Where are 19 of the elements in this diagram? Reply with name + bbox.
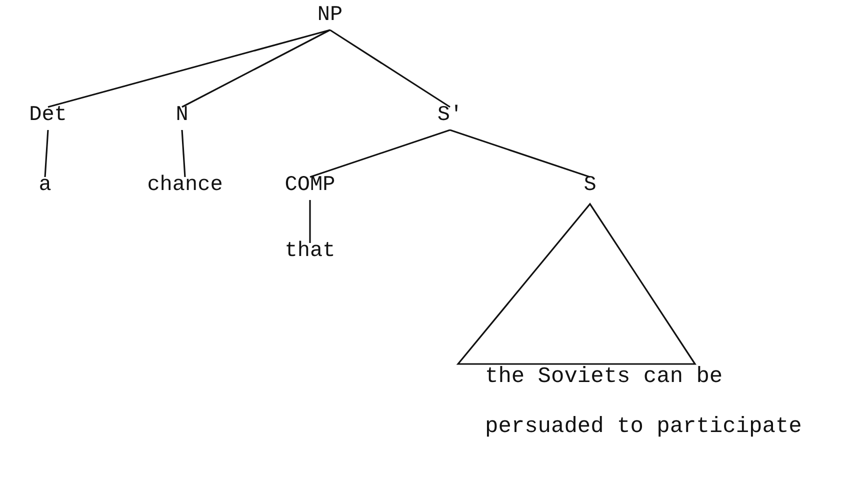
tree-node-label: a (38, 174, 52, 198)
triangle-abbreviation (456, 202, 696, 365)
terminal-string: the Soviets can be persuaded to participate (485, 352, 840, 452)
tree-node-label: chance (147, 174, 223, 198)
branch-line (310, 129, 450, 178)
tree-node-label: COMP (284, 174, 336, 198)
branch-line (181, 130, 186, 178)
tree-node-label: S (584, 174, 596, 198)
tree-node-label: Det (29, 104, 67, 128)
tree-node-label: N (176, 104, 188, 128)
branch-line (309, 200, 311, 243)
branch-line (450, 129, 590, 178)
branch-line (48, 29, 330, 108)
tree-node-label: S' (437, 104, 463, 128)
tree-node-label: NP (317, 4, 343, 28)
branch-line (44, 130, 49, 178)
branch-line (182, 29, 330, 108)
branch-line (330, 29, 450, 108)
tree-node-label: that (284, 240, 336, 264)
